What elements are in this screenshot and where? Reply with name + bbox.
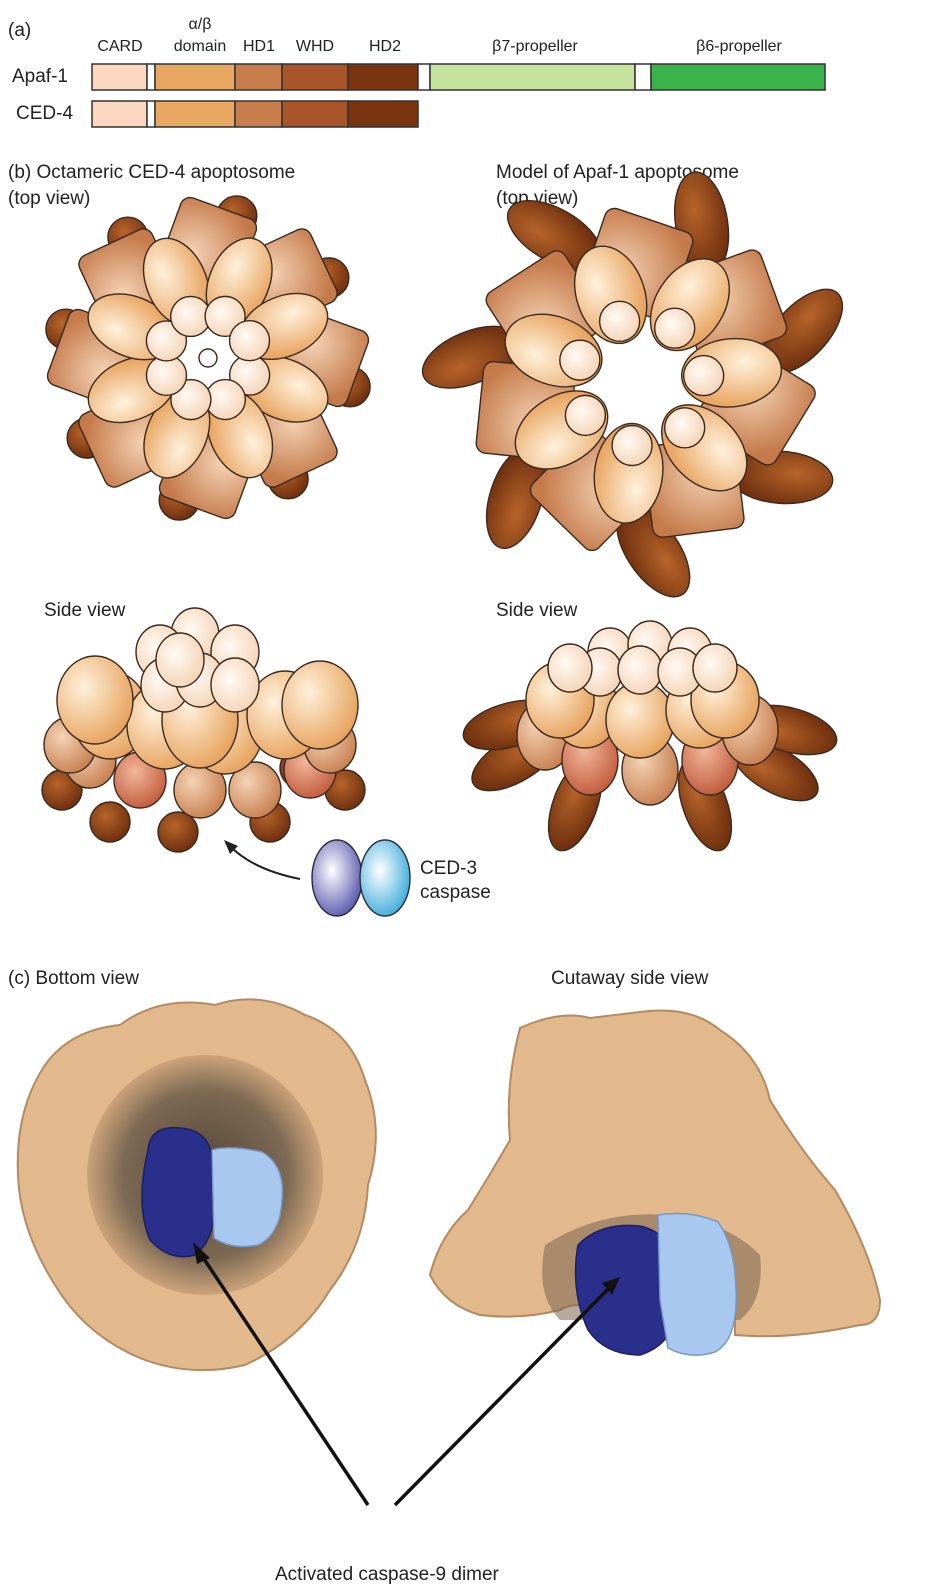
alpha-beta-lobe — [56, 655, 134, 745]
central-pore — [198, 348, 218, 368]
caspase9-caption: Activated caspase-9 dimer — [275, 1564, 499, 1585]
bottom-view-surface — [16, 998, 377, 1372]
pointer-arrowhead-right — [602, 1277, 620, 1295]
apaf1-alpha-beta-block — [154, 63, 236, 91]
ced3-caspase-dimer — [311, 839, 411, 917]
ced4-top-view — [45, 195, 371, 521]
bottom-view-title: (c) Bottom view — [8, 968, 139, 989]
bottom-caspase-dark-subunit — [141, 1126, 215, 1258]
card-sphere — [228, 319, 271, 362]
cutaway-apoptosome — [428, 1009, 882, 1338]
bottom-view-apoptosome — [16, 998, 377, 1372]
cutaway-side-surface — [428, 1009, 882, 1356]
card-domain-label: CARD — [97, 38, 143, 55]
card-sphere — [598, 300, 641, 343]
apaf1-top-view-title: Model of Apaf-1 apoptosome — [496, 162, 739, 183]
apaf1-b7-block — [429, 63, 636, 91]
card-sphere — [692, 643, 738, 693]
card-sphere — [564, 394, 607, 437]
apoptosome-diagrams — [41, 171, 844, 917]
card-sphere — [611, 424, 653, 467]
apaf1-side-view — [462, 620, 838, 852]
cutaway-caspase-dark-subunit — [574, 1224, 679, 1356]
apaf1-top-view — [421, 171, 844, 598]
ced3-label-line2: caspase — [420, 882, 491, 903]
ced4-alpha-beta-block — [154, 100, 236, 128]
pointer-arrowhead-left — [193, 1242, 210, 1264]
ced3-subunit-right — [359, 839, 411, 917]
ced3-arrowhead — [224, 840, 238, 854]
alpha-beta-domain-label-line1: α/β — [188, 16, 212, 33]
ced4-card-block — [91, 100, 148, 128]
hd1-domain-label: HD1 — [242, 38, 275, 55]
hd-lobe — [228, 761, 282, 819]
hd2-domain-label: HD2 — [368, 38, 401, 55]
apaf1-side-view-label: Side view — [496, 600, 578, 621]
apaf1-b6-block — [650, 63, 826, 91]
ced3-arrow — [231, 847, 301, 880]
whd-knob — [89, 801, 131, 843]
card-sphere — [547, 643, 593, 693]
pointer-line-left — [196, 1249, 370, 1506]
b6-propeller-label: β6-propeller — [696, 38, 782, 55]
ced3-label-line1: CED-3 — [420, 858, 478, 879]
whd-domain-label: WHD — [295, 38, 335, 55]
panel-a-label: (a) — [8, 20, 32, 41]
cutaway-inner-shadow — [542, 1214, 761, 1320]
card-sphere — [210, 657, 260, 713]
bottom-view-central-cavity — [87, 1055, 323, 1295]
card-sphere — [559, 339, 601, 381]
whd-knob — [157, 811, 199, 853]
card-sphere — [617, 645, 663, 695]
ced3-subunit-left — [311, 839, 363, 917]
alpha-beta-domain-label-line2: domain — [173, 38, 227, 55]
ced4-side-view — [41, 607, 366, 853]
card-sphere — [682, 354, 725, 397]
ced4-top-view-subtitle: (top view) — [8, 188, 91, 209]
cutaway-caspase-light-subunit — [657, 1212, 737, 1356]
central-pore — [602, 344, 678, 420]
card-sphere — [663, 407, 706, 449]
ced4-side-view-label: Side view — [44, 600, 126, 621]
alpha-beta-lobe — [281, 660, 359, 750]
card-sphere — [155, 632, 205, 688]
domain-architecture-bars — [91, 63, 826, 128]
card-sphere — [654, 307, 696, 349]
ced4-row-label: CED-4 — [16, 103, 74, 124]
ced4-top-view-title: (b) Octameric CED-4 apoptosome — [8, 162, 296, 183]
pointer-line-right — [393, 1283, 614, 1507]
b7-propeller-label: β7-propeller — [492, 38, 578, 55]
bottom-caspase-light-subunit — [211, 1147, 284, 1248]
apaf1-hd1-block — [234, 63, 283, 91]
ced4-hd2-block — [347, 100, 419, 128]
cutaway-view-title: Cutaway side view — [551, 968, 709, 989]
apaf1-row-label: Apaf-1 — [12, 66, 68, 87]
